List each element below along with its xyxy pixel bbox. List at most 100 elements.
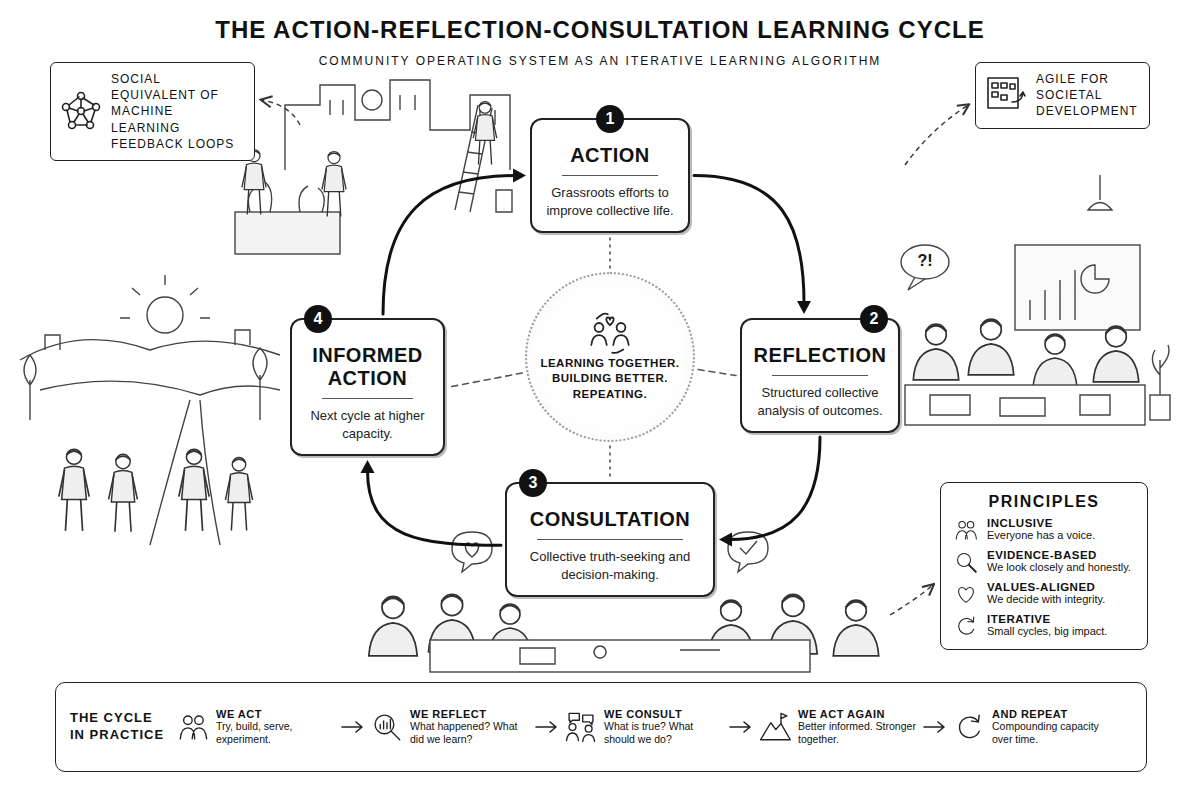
journey-scene bbox=[20, 275, 280, 545]
step-heading: ACTION bbox=[542, 144, 678, 167]
principle-text: INCLUSIVEEveryone has a voice. bbox=[987, 517, 1095, 543]
practice-description: Compounding capacity over time. bbox=[992, 720, 1110, 746]
practice-text: WE CONSULTWhat is true? What should we d… bbox=[604, 708, 722, 746]
connector-line bbox=[383, 176, 515, 314]
principle-text: EVIDENCE-BASEDWe look closely and honest… bbox=[987, 549, 1131, 575]
principle-icon bbox=[953, 517, 979, 543]
principle-description: We decide with integrity. bbox=[987, 593, 1105, 607]
step-arrow bbox=[340, 717, 364, 737]
practice-name: AND REPEAT bbox=[992, 708, 1110, 720]
hub-node: LEARNING TOGETHER. BUILDING BETTER. REPE… bbox=[525, 272, 695, 442]
divider bbox=[537, 539, 683, 540]
callout-text: AGILE FOR SOCIETAL DEVELOPMENT bbox=[1036, 71, 1139, 120]
consultation-table bbox=[430, 640, 810, 672]
callout-number: 4 bbox=[304, 305, 332, 333]
divider bbox=[562, 175, 658, 176]
practice-name: WE ACT AGAIN bbox=[798, 708, 916, 720]
practice-description: Try, build, serve, experiment. bbox=[216, 720, 334, 746]
principle-description: Everyone has a voice. bbox=[987, 529, 1095, 543]
arrowhead bbox=[797, 301, 811, 314]
community-icon bbox=[588, 312, 632, 356]
principle-row: ITERATIVESmall cycles, big impact. bbox=[953, 613, 1135, 639]
practice-name: WE ACT bbox=[216, 708, 334, 720]
dashed-connector bbox=[449, 373, 522, 387]
callout-node: SOCIAL EQUIVALENT OF MACHINE LEARNING FE… bbox=[50, 62, 255, 161]
arrowhead bbox=[513, 169, 526, 183]
principle-row: INCLUSIVEEveryone has a voice. bbox=[953, 517, 1135, 543]
principle-text: ITERATIVESmall cycles, big impact. bbox=[987, 613, 1107, 639]
practice-description: What happened? What did we learn? bbox=[410, 720, 528, 746]
principle-name: VALUES-ALIGNED bbox=[987, 581, 1105, 593]
step-heading: INFORMED ACTION bbox=[302, 344, 433, 390]
practice-step: WE CONSULTWhat is true? What should we d… bbox=[564, 708, 722, 746]
principle-row: EVIDENCE-BASEDWe look closely and honest… bbox=[953, 549, 1135, 575]
principle-name: INCLUSIVE bbox=[987, 517, 1095, 529]
divider bbox=[322, 398, 413, 399]
connector-line bbox=[694, 176, 804, 303]
principle-icon bbox=[953, 581, 979, 607]
leader-line bbox=[905, 105, 968, 165]
callout-icon bbox=[61, 91, 101, 131]
band-label: THE CYCLE IN PRACTICE bbox=[70, 710, 170, 744]
callout-number: 3 bbox=[519, 469, 547, 497]
step-description: Grassroots efforts to improve collective… bbox=[542, 184, 678, 219]
step-node: 4INFORMED ACTIONNext cycle at higher cap… bbox=[290, 318, 445, 456]
callout-text: SOCIAL EQUIVALENT OF MACHINE LEARNING FE… bbox=[111, 71, 244, 152]
connector-line bbox=[368, 471, 502, 545]
practice-step: WE ACTTry, build, serve, experiment. bbox=[176, 708, 334, 746]
step-arrow bbox=[922, 717, 946, 737]
step-description: Next cycle at higher capacity. bbox=[302, 407, 433, 442]
principle-name: ITERATIVE bbox=[987, 613, 1107, 625]
connector-line bbox=[449, 373, 522, 387]
step-icon bbox=[370, 710, 404, 744]
practice-description: Better informed. Stronger together. bbox=[798, 720, 916, 746]
cycle-arrow bbox=[719, 437, 820, 546]
panel-heading: PRINCIPLES bbox=[953, 493, 1135, 511]
dashed-connector bbox=[610, 446, 611, 478]
step-heading: CONSULTATION bbox=[517, 508, 703, 531]
leader-line bbox=[262, 100, 300, 125]
connector-line bbox=[609, 446, 611, 478]
callout-icon bbox=[986, 75, 1026, 115]
dashed-connector bbox=[698, 370, 736, 376]
callout-number: 1 bbox=[596, 105, 624, 133]
step-heading: REFLECTION bbox=[752, 344, 888, 367]
principles-node: PRINCIPLES INCLUSIVEEveryone has a voice.… bbox=[940, 482, 1148, 650]
leader-line bbox=[890, 585, 933, 615]
principle-text: VALUES-ALIGNEDWe decide with integrity. bbox=[987, 581, 1105, 607]
step-node: 2REFLECTIONStructured collective analysi… bbox=[740, 318, 900, 433]
meeting-table bbox=[905, 385, 1145, 425]
band-node: THE CYCLE IN PRACTICE WE ACTTry, build, s… bbox=[55, 682, 1147, 772]
practice-text: WE ACT AGAINBetter informed. Stronger to… bbox=[798, 708, 916, 746]
practice-text: AND REPEATCompounding capacity over time… bbox=[992, 708, 1110, 746]
bubble-label: ?! bbox=[907, 252, 943, 270]
principle-description: Small cycles, big impact. bbox=[987, 625, 1107, 639]
practice-step: WE REFLECTWhat happened? What did we lea… bbox=[370, 708, 528, 746]
practice-text: WE ACTTry, build, serve, experiment. bbox=[216, 708, 334, 746]
practice-step: AND REPEATCompounding capacity over time… bbox=[952, 708, 1110, 746]
practice-description: What is true? What should we do? bbox=[604, 720, 722, 746]
step-node: 3CONSULTATIONCollective truth-seeking an… bbox=[505, 482, 715, 597]
step-icon bbox=[758, 710, 792, 744]
step-icon bbox=[176, 710, 210, 744]
step-arrow bbox=[534, 717, 558, 737]
connector-line bbox=[609, 237, 611, 268]
arrowhead bbox=[361, 460, 375, 473]
cycle-arrow bbox=[383, 169, 526, 314]
step-icon bbox=[952, 710, 986, 744]
divider bbox=[772, 375, 868, 376]
step-description: Structured collective analysis of outcom… bbox=[752, 384, 888, 419]
callout-number: 2 bbox=[860, 305, 888, 333]
arrowhead bbox=[719, 533, 732, 547]
principle-icon bbox=[953, 613, 979, 639]
connector-line bbox=[730, 437, 820, 539]
step-node: 1ACTIONGrassroots efforts to improve col… bbox=[530, 118, 690, 233]
principle-description: We look closely and honestly. bbox=[987, 561, 1131, 575]
dashed-connector bbox=[610, 237, 611, 268]
diagram-title: THE ACTION-REFLECTION-CONSULTATION LEARN… bbox=[0, 16, 1200, 44]
practice-name: WE REFLECT bbox=[410, 708, 528, 720]
connector-line bbox=[698, 370, 736, 376]
practice-name: WE CONSULT bbox=[604, 708, 722, 720]
cycle-arrow bbox=[361, 460, 502, 545]
